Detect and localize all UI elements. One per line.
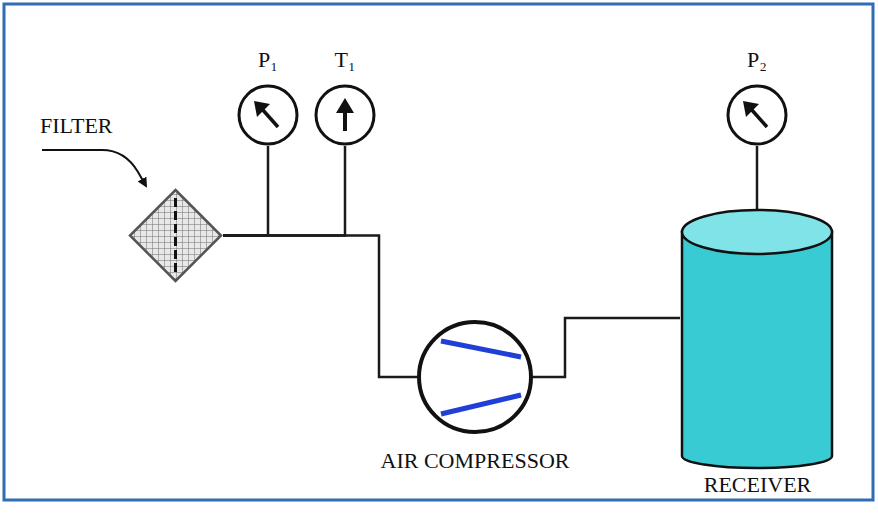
filter-diamond	[130, 190, 221, 281]
part-label: RECEIVER	[670, 472, 845, 498]
gaugeT-symbol	[314, 84, 376, 146]
gauge-dial	[239, 86, 297, 144]
picture-frame	[4, 4, 873, 500]
receiver-symbol	[680, 208, 834, 470]
air-pipe	[533, 318, 680, 377]
part-label: AIR COMPRESSOR	[375, 448, 575, 474]
air-pipe	[223, 146, 268, 236]
receiver-top	[682, 210, 832, 254]
gaugeP-symbol	[237, 84, 299, 146]
compressor-vane	[441, 395, 521, 414]
gauge-needle	[343, 111, 347, 131]
gauge-label: P₂	[725, 47, 789, 73]
compressor-node: AIR COMPRESSOR	[375, 320, 575, 480]
gauge-label: T₁	[313, 47, 377, 73]
gaugeP-symbol	[726, 84, 788, 146]
filter-symbol	[128, 188, 223, 283]
gauge-needle	[262, 109, 278, 127]
gauge-label: P₁	[236, 47, 300, 73]
compressor-symbol	[417, 320, 533, 434]
gauge-needle-head	[743, 101, 759, 117]
air-pipe	[223, 146, 345, 236]
gauge-node: P₁	[236, 45, 300, 147]
receiver-node: RECEIVER	[670, 208, 845, 498]
compressor-casing	[419, 322, 531, 432]
gauge-node: T₁	[313, 45, 377, 147]
gauge-dial	[316, 86, 374, 144]
air-pipe	[223, 236, 417, 378]
part-label: FILTER	[40, 113, 160, 139]
leader-line	[42, 150, 146, 186]
receiver-body	[682, 232, 832, 468]
gauge-needle-head	[336, 98, 354, 113]
gauge-needle	[751, 109, 767, 127]
filter-node: FILTER	[128, 188, 223, 283]
air-pipe	[756, 146, 759, 210]
filter-element	[174, 198, 177, 273]
gauge-node: P₂	[725, 45, 789, 147]
gauge-needle-head	[254, 101, 270, 117]
compressor-vane	[441, 341, 521, 357]
gauge-dial	[728, 86, 786, 144]
